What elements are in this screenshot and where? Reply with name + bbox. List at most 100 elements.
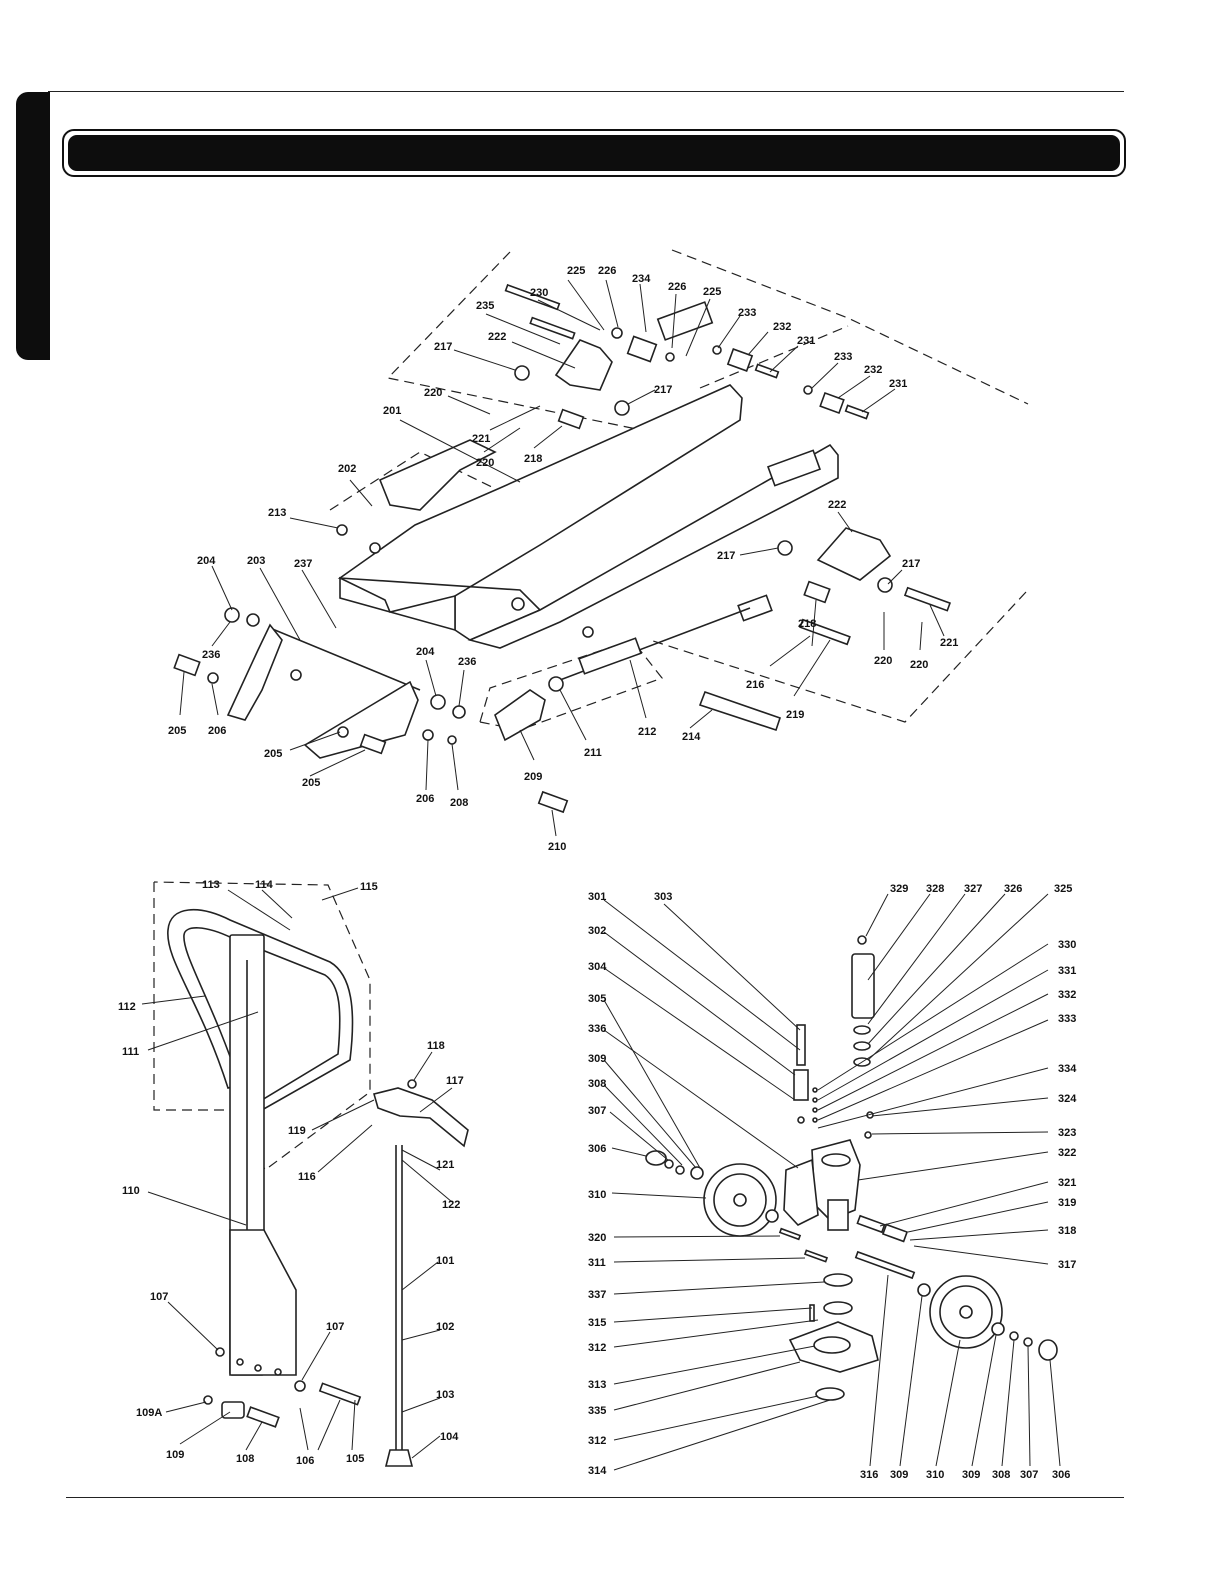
callout-label: 203 xyxy=(247,555,265,567)
callout-label: 214 xyxy=(682,731,701,743)
callout-label: 233 xyxy=(738,307,756,319)
callout-label: 103 xyxy=(436,1389,454,1401)
callout-label: 222 xyxy=(828,499,846,511)
callout-label: 301 xyxy=(588,891,606,903)
callout-label: 305 xyxy=(588,993,606,1005)
callout-label: 217 xyxy=(717,550,735,562)
callout-label: 102 xyxy=(436,1321,454,1333)
callout-label: 218 xyxy=(798,618,816,630)
callout-label: 331 xyxy=(1058,965,1076,977)
callout-label: 109A xyxy=(136,1407,162,1419)
callout-label: 106 xyxy=(296,1455,314,1467)
callout-label: 210 xyxy=(548,841,566,853)
callout-label: 205 xyxy=(302,777,320,789)
callout-label: 322 xyxy=(1058,1147,1076,1159)
callout-label: 302 xyxy=(588,925,606,937)
callout-label: 313 xyxy=(588,1379,606,1391)
callout-label: 309 xyxy=(890,1469,908,1481)
callout-label: 118 xyxy=(427,1040,445,1052)
callout-label: 220 xyxy=(424,387,442,399)
callout-label: 335 xyxy=(588,1405,606,1417)
callout-label: 221 xyxy=(472,433,490,445)
callout-label: 330 xyxy=(1058,939,1076,951)
callout-label: 204 xyxy=(416,646,435,658)
callout-label: 209 xyxy=(524,771,542,783)
callout-label: 220 xyxy=(476,457,494,469)
bottom-rule xyxy=(66,1497,1124,1498)
callout-label: 119 xyxy=(288,1125,306,1137)
fork-frame-diagram: 225 226 234 226 225 230 235 233 232 231 … xyxy=(168,249,1029,853)
callout-label: 236 xyxy=(202,649,220,661)
callout-label: 108 xyxy=(236,1453,254,1465)
callout-label: 113 xyxy=(202,879,220,891)
callout-label: 201 xyxy=(383,405,401,417)
callout-label: 233 xyxy=(834,351,852,363)
callout-label: 232 xyxy=(864,364,882,376)
callout-label: 213 xyxy=(268,507,286,519)
header-title xyxy=(68,135,1120,171)
callout-label: 202 xyxy=(338,463,356,475)
callout-label: 304 xyxy=(588,961,607,973)
callout-label: 211 xyxy=(584,747,602,759)
callout-label: 230 xyxy=(530,287,548,299)
callout-label: 307 xyxy=(588,1105,606,1117)
callout-label: 306 xyxy=(588,1143,606,1155)
callout-label: 225 xyxy=(703,286,721,298)
callout-label: 206 xyxy=(208,725,226,737)
callout-label: 109 xyxy=(166,1449,184,1461)
callout-label: 219 xyxy=(786,709,804,721)
callout-label: 101 xyxy=(436,1255,454,1267)
callout-label: 323 xyxy=(1058,1127,1076,1139)
callout-label: 318 xyxy=(1058,1225,1076,1237)
callout-label: 226 xyxy=(598,265,616,277)
callout-label: 315 xyxy=(588,1317,606,1329)
callout-label: 329 xyxy=(890,883,908,895)
callout-label: 334 xyxy=(1058,1063,1077,1075)
callout-label: 231 xyxy=(889,378,907,390)
callout-label: 217 xyxy=(902,558,920,570)
callout-label: 325 xyxy=(1054,883,1072,895)
callout-label: 310 xyxy=(588,1189,606,1201)
callout-label: 306 xyxy=(1052,1469,1070,1481)
callout-label: 117 xyxy=(446,1075,464,1087)
callout-label: 226 xyxy=(668,281,686,293)
callout-label: 303 xyxy=(654,891,672,903)
callout-label: 321 xyxy=(1058,1177,1076,1189)
callout-label: 312 xyxy=(588,1435,606,1447)
callout-label: 333 xyxy=(1058,1013,1076,1025)
callout-label: 309 xyxy=(962,1469,980,1481)
callout-label: 205 xyxy=(264,748,282,760)
callout-label: 326 xyxy=(1004,883,1022,895)
callout-label: 222 xyxy=(488,331,506,343)
callout-label: 217 xyxy=(654,384,672,396)
callout-label: 332 xyxy=(1058,989,1076,1001)
callout-label: 115 xyxy=(360,881,378,893)
callout-label: 121 xyxy=(436,1159,454,1171)
callout-label: 231 xyxy=(797,335,815,347)
handle-diagram: 113 114 115 112 111 118 117 119 116 121 … xyxy=(118,879,469,1467)
callout-label: 212 xyxy=(638,726,656,738)
callout-label: 308 xyxy=(588,1078,606,1090)
callout-label: 112 xyxy=(118,1001,136,1013)
callout-label: 122 xyxy=(442,1199,460,1211)
callout-label: 104 xyxy=(440,1431,459,1443)
callout-label: 110 xyxy=(122,1185,140,1197)
callout-label: 308 xyxy=(992,1469,1010,1481)
callout-label: 206 xyxy=(416,793,434,805)
callout-label: 218 xyxy=(524,453,542,465)
callout-label: 309 xyxy=(588,1053,606,1065)
callout-label: 237 xyxy=(294,558,312,570)
callout-label: 208 xyxy=(450,797,468,809)
callout-label: 111 xyxy=(122,1046,139,1058)
callout-label: 310 xyxy=(926,1469,944,1481)
callout-label: 107 xyxy=(150,1291,168,1303)
callout-label: 319 xyxy=(1058,1197,1076,1209)
callout-label: 314 xyxy=(588,1465,607,1477)
callout-label: 234 xyxy=(632,273,651,285)
callout-label: 232 xyxy=(773,321,791,333)
callout-label: 116 xyxy=(298,1171,316,1183)
callout-label: 205 xyxy=(168,725,186,737)
callout-label: 220 xyxy=(910,659,928,671)
callout-label: 216 xyxy=(746,679,764,691)
